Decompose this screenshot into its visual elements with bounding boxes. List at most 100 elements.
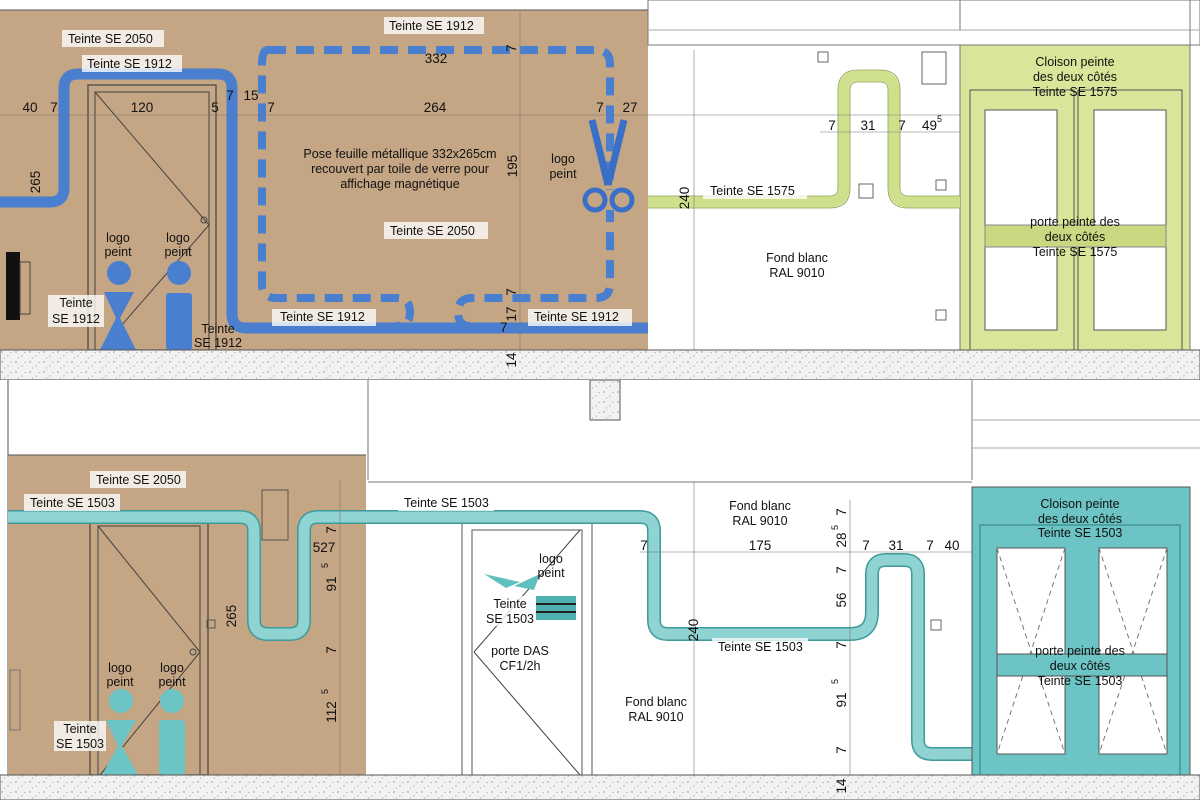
bottom-teal-door-x2: [996, 547, 1066, 755]
bottom-das-door: [461, 519, 593, 776]
dim-b-112: 112: [324, 701, 339, 723]
dim-7-h: 7: [828, 118, 836, 133]
top-extinguisher: [19, 261, 31, 315]
label-b-fond-blanc-a2: RAL 9010: [732, 514, 787, 528]
label-teinte-1575: Teinte SE 1575: [710, 184, 795, 198]
bottom-door-swing: [97, 525, 201, 653]
dim-b-91: 91: [324, 576, 339, 591]
dim-49-sup: 5: [937, 114, 942, 124]
man-icon: [166, 261, 192, 350]
label-pose-2: recouvert par toile de verre pour: [311, 162, 489, 176]
bottom-fixture: [930, 619, 942, 631]
bottom-wall-box: [261, 489, 289, 541]
label-logo-man-2: peint: [164, 245, 192, 259]
label-teinte-1912-bottom-a: Teinte SE 1912: [280, 310, 365, 324]
dim-b-7-e: 7: [834, 566, 849, 574]
dim-14: 14: [504, 352, 519, 368]
label-b-logo-man-2: peint: [158, 675, 186, 689]
bottom-teal-door-bar: [996, 653, 1168, 677]
label-teinte-left-2: SE 1912: [52, 312, 100, 326]
top-fixture-c: [858, 183, 874, 199]
dim-b-56: 56: [834, 592, 849, 607]
dim-15: 15: [243, 88, 258, 103]
label-fond-blanc-2: RAL 9010: [769, 266, 824, 280]
top-door-swing: [94, 91, 210, 226]
label-teinte-2050-center: Teinte SE 2050: [390, 224, 475, 238]
dim-b-31: 31: [888, 538, 903, 553]
dim-31: 31: [860, 118, 875, 133]
bottom-man-icon: [159, 689, 185, 775]
label-teinte-door-1: Teinte: [201, 322, 234, 336]
top-fixture-a: [817, 51, 829, 63]
dim-17: 17: [504, 306, 519, 321]
top-ceiling: [647, 0, 1200, 46]
label-b-fond-blanc-b2: RAL 9010: [628, 710, 683, 724]
label-b-logo-man-1: logo: [160, 661, 184, 675]
label-b-logo-woman-1: logo: [108, 661, 132, 675]
dim-7-i: 7: [898, 118, 906, 133]
dim-b-28: 28: [834, 532, 849, 547]
bottom-das-swing: [473, 529, 581, 653]
label-pose-3: affichage magnétique: [340, 177, 459, 191]
dim-7-b: 7: [50, 100, 58, 115]
label-b-porte-1: porte peinte des: [1035, 644, 1125, 658]
label-porte-3: Teinte SE 1575: [1033, 245, 1118, 259]
label-cloison-1: Cloison peinte: [1035, 55, 1114, 69]
top-elevation: [0, 0, 1200, 351]
top-green-door-left: [984, 109, 1058, 331]
top-floor-slab: [0, 349, 1200, 381]
dim-b-7-i: 7: [834, 746, 849, 754]
dim-b-14: 14: [834, 778, 849, 794]
dim-7-d: 7: [267, 100, 275, 115]
dim-b-28-sup: 5: [830, 525, 840, 530]
label-b-cloison-1: Cloison peinte: [1040, 497, 1119, 511]
label-pose-1: Pose feuille métallique 332x265cm: [303, 147, 496, 161]
top-fixture-d: [935, 179, 947, 191]
dim-332: 332: [425, 51, 448, 66]
dim-5: 5: [211, 100, 219, 115]
label-b-cloison-2: des deux côtés: [1038, 512, 1122, 526]
dim-7-vertical-top: 7: [504, 44, 519, 52]
label-teinte-left-1: Teinte: [59, 296, 92, 310]
label-b-teinte-das-2: SE 1503: [486, 612, 534, 626]
dim-b-7-a: 7: [324, 526, 339, 534]
dim-195: 195: [505, 155, 520, 178]
scissors-icon: [582, 119, 635, 213]
label-b-teinte-1503-b: Teinte SE 1503: [404, 496, 489, 510]
label-logo-woman-2: peint: [104, 245, 132, 259]
dim-7-c: 7: [226, 88, 234, 103]
label-b-fond-blanc-a1: Fond blanc: [729, 499, 791, 513]
label-b-logo-das-1: logo: [539, 552, 563, 566]
label-b-cloison-3: Teinte SE 1503: [1038, 526, 1123, 540]
top-door-handle: [200, 216, 208, 224]
label-b-teinte-1503-e: Teinte SE 1503: [718, 640, 803, 654]
dim-120: 120: [131, 100, 154, 115]
label-b-logo-woman-2: peint: [106, 675, 134, 689]
label-b-porte-2: deux côtés: [1050, 659, 1110, 673]
dim-264: 264: [424, 100, 447, 115]
dim-b-7-b: 7: [324, 646, 339, 654]
label-b-teinte-das-1: Teinte: [493, 597, 526, 611]
bottom-woman-icon: [102, 689, 138, 775]
label-teinte-1912-bottom-b: Teinte SE 1912: [534, 310, 619, 324]
top-fixture-e: [935, 309, 947, 321]
dim-b-240: 240: [686, 619, 701, 642]
dim-240: 240: [677, 187, 692, 210]
woman-icon: [100, 261, 136, 350]
label-b-teinte-1503-a: Teinte SE 1503: [30, 496, 115, 510]
label-porte-2: deux côtés: [1045, 230, 1105, 244]
label-teinte-2050: Teinte SE 2050: [68, 32, 153, 46]
dim-49: 49: [922, 118, 937, 133]
dim-7-e: 7: [596, 100, 604, 115]
label-b-porte-das-1: porte DAS: [491, 644, 549, 658]
label-logo-man-1: logo: [166, 231, 190, 245]
dim-b-527: 527: [313, 540, 336, 555]
dim-27: 27: [622, 100, 637, 115]
bottom-beam: [589, 379, 621, 421]
label-porte-1: porte peinte des: [1030, 215, 1120, 229]
dim-b-7-d: 7: [834, 508, 849, 516]
dim-b-91-b: 91: [834, 692, 849, 707]
dim-b-7-c: 7: [640, 538, 648, 553]
